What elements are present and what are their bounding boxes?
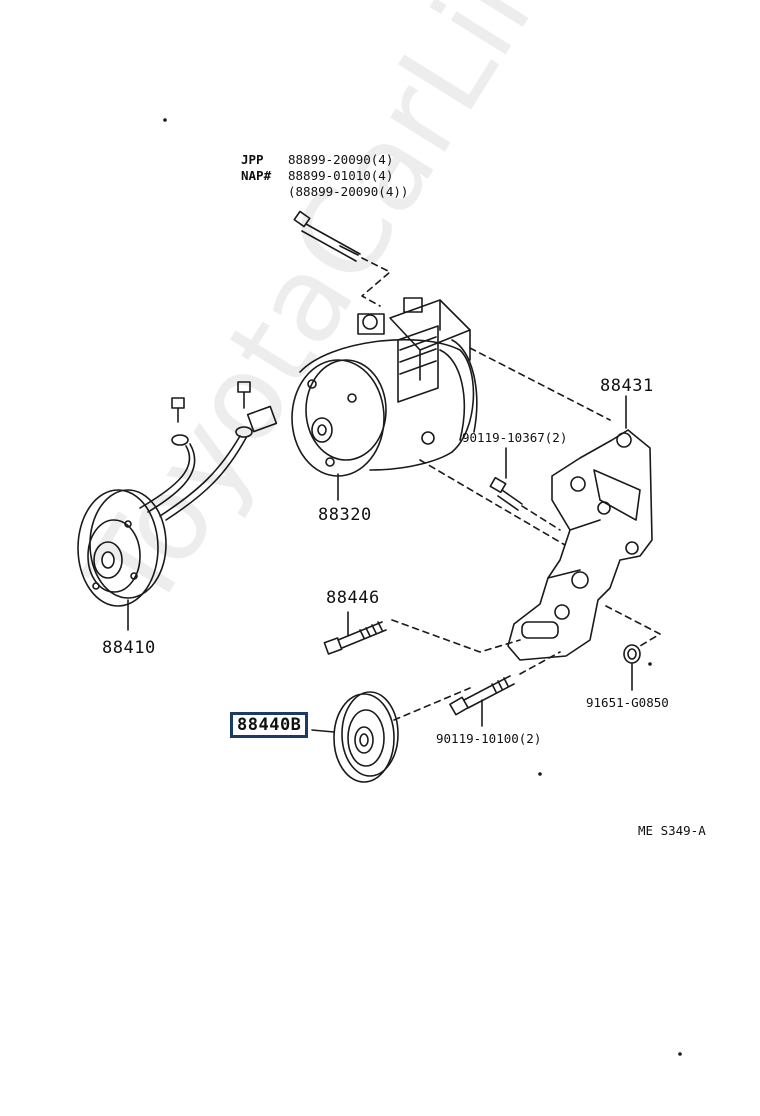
- part-label-nut[interactable]: 91651-G0850: [586, 695, 669, 710]
- wire-harness-icon: [139, 405, 278, 521]
- part-label-compressor[interactable]: 88320: [318, 505, 372, 525]
- note-jpp-value: 88899-20090(4): [288, 152, 394, 167]
- note-alt-value: (88899-20090(4)): [288, 184, 409, 199]
- note-nap-value: 88899-01010(4): [288, 168, 394, 183]
- bracket-bolt-icon: [489, 476, 523, 511]
- part-label-clutch[interactable]: 88410: [102, 638, 156, 658]
- part-label-idler-bolt[interactable]: 88446: [326, 588, 380, 608]
- nut-icon: [623, 644, 641, 664]
- part-label-bracket[interactable]: 88431: [600, 376, 654, 396]
- note-jpp-key: JPP: [241, 152, 264, 167]
- part-label-pulley-bolt[interactable]: 90119-10100(2): [436, 731, 542, 746]
- compressor-icon: [291, 297, 478, 477]
- diagram-code: ME S349-A: [638, 823, 706, 838]
- small-bolt-icon: [171, 381, 251, 423]
- note-nap-key: NAP#: [241, 168, 272, 183]
- magnetic-clutch-icon: [77, 489, 167, 607]
- pulley-bolt-icon: [449, 675, 515, 716]
- part-label-bracket-bolt[interactable]: 90119-10367(2): [462, 430, 568, 445]
- part-label-pulley-highlighted[interactable]: 88440B: [230, 712, 309, 738]
- bracket-icon: [507, 429, 653, 661]
- idler-bolt-icon: [323, 621, 387, 655]
- pulley-icon: [333, 691, 399, 783]
- top-bolt-icon: [293, 210, 361, 262]
